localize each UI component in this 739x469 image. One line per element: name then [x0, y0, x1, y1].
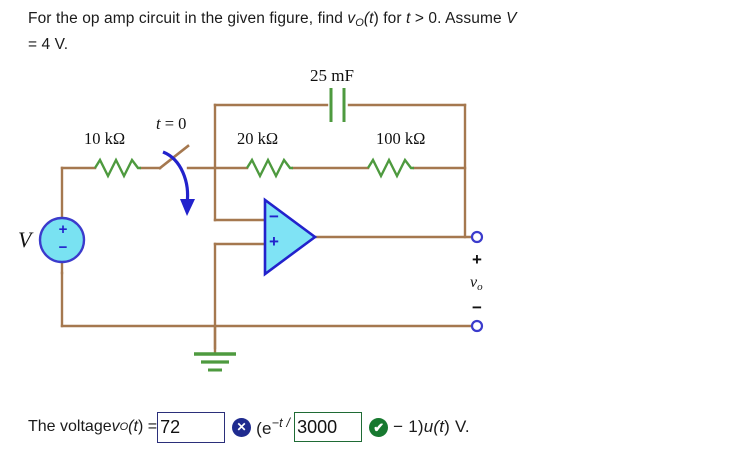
- resistor-100k-symbol: [366, 157, 414, 179]
- resistor-20k-label: 20 kΩ: [237, 129, 279, 148]
- voltage-source-symbol: [38, 216, 86, 264]
- opamp-noninverting-sign: +: [269, 232, 279, 251]
- question-var-vo-subscript: O: [355, 16, 364, 29]
- resistor-20k-symbol: [245, 157, 293, 179]
- answer-expr-tail: − 1)u(t) V.: [393, 417, 470, 437]
- switch-label-value: = 0: [160, 114, 187, 133]
- incorrect-icon: ✕: [232, 417, 252, 437]
- question-text-line2: = 4 V.: [28, 35, 69, 53]
- opamp-triangle: [263, 197, 318, 277]
- terminal-negative: [470, 319, 484, 333]
- answer-var-v-subscript: O: [119, 421, 129, 433]
- output-terminals: [470, 230, 484, 333]
- source-polarity-plus: +: [58, 221, 68, 238]
- capacitor-symbol: [329, 88, 346, 122]
- answer-expr-unit: ) V.: [444, 417, 470, 436]
- answer-expr-exponent: −t /: [271, 415, 291, 430]
- answer-var-t: (t: [128, 418, 138, 435]
- question-text-part2: ) for: [373, 10, 407, 27]
- resistor-10k-symbol: [93, 157, 141, 179]
- switch-arrow: [162, 150, 195, 216]
- answer-prefix: The voltage: [28, 418, 112, 435]
- answer-var-v: v: [111, 418, 120, 435]
- circuit-wires: [60, 103, 474, 356]
- question-condition: > 0. Assume: [410, 10, 507, 27]
- answer-expr-e: (e: [256, 418, 272, 438]
- circuit-svg: [38, 88, 484, 372]
- answer-expr-u: u: [423, 417, 434, 436]
- output-minus-label: −: [472, 298, 482, 317]
- question-var-V: V: [506, 10, 517, 27]
- switch-label: t = 0: [156, 114, 186, 134]
- answer-expr-minus-one: − 1): [393, 417, 424, 436]
- answer-expr-open: (e−t /: [256, 416, 290, 439]
- switch-label-t: t: [156, 114, 161, 133]
- question-prompt: For the op amp circuit in the given figu…: [28, 8, 718, 56]
- question-var-t: (t: [363, 10, 374, 27]
- answer-field-time-constant[interactable]: [294, 412, 363, 442]
- output-voltage-subscript: o: [477, 280, 483, 293]
- output-voltage-label: vo: [470, 274, 483, 293]
- question-var-vo: v: [347, 10, 356, 27]
- voltage-source-label: V: [18, 227, 32, 252]
- resistor-10k-label: 10 kΩ: [84, 129, 126, 148]
- switch-arrow-curve: [162, 150, 190, 205]
- circuit-figure: 25 mF 10 kΩ 20 kΩ 100 kΩ t = 0 V + − − +…: [0, 58, 520, 388]
- correct-icon: ✔: [369, 417, 389, 437]
- opamp-inverting-sign: −: [269, 207, 279, 226]
- answer-equals: ) =: [137, 418, 158, 435]
- output-voltage-v: v: [470, 274, 478, 291]
- capacitor-label: 25 mF: [310, 66, 354, 85]
- answer-field-amplitude[interactable]: [157, 411, 226, 443]
- question-text-part1: For the op amp circuit in the given figu…: [28, 10, 348, 27]
- switch-arrow-head: [180, 199, 195, 216]
- output-plus-label: +: [472, 250, 482, 269]
- question-var-t2: t: [406, 10, 411, 27]
- resistors: [93, 157, 414, 179]
- resistor-100k-label: 100 kΩ: [376, 129, 426, 148]
- answer-expr-t: (t: [433, 417, 445, 436]
- terminal-positive: [470, 230, 484, 244]
- answer-line: The voltage vO(t) = ✕ (e−t / ✔ − 1)u(t) …: [28, 405, 470, 449]
- source-polarity-minus: −: [58, 239, 68, 256]
- ground-symbol: [194, 352, 236, 372]
